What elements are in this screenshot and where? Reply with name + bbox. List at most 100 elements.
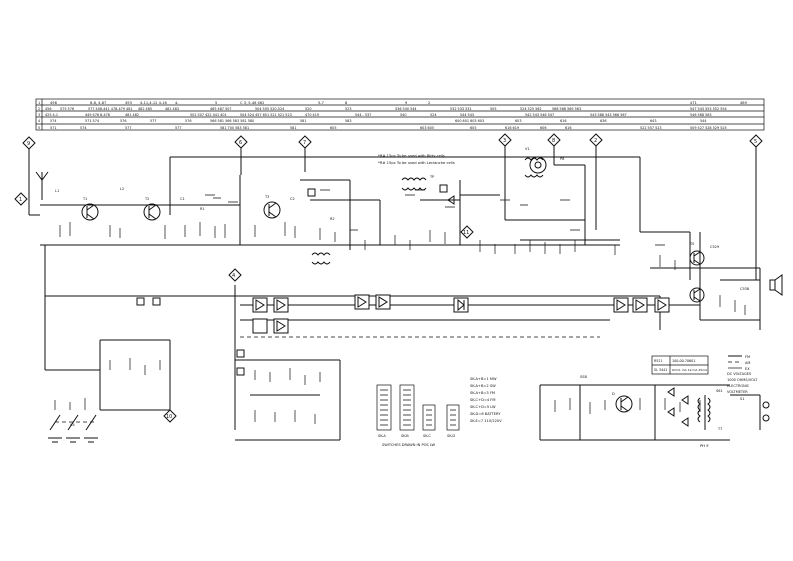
header-cell: 504 524 457 651 521 521 523 bbox=[240, 113, 292, 117]
note-line: *R# 15pc To be used with Bitty cells bbox=[378, 154, 445, 158]
component-label: C538 bbox=[740, 287, 749, 291]
switch-bank-sk-b: SK-B bbox=[399, 384, 415, 438]
header-row-num-4: 4 bbox=[38, 119, 41, 123]
switch-legend-line: SK-A+B=3 FM bbox=[470, 391, 495, 395]
amplifier-block bbox=[354, 294, 370, 310]
switch-legend-line: SK-C+D=5 LW bbox=[470, 405, 496, 409]
component-label: C4 bbox=[70, 423, 75, 427]
header-cell: 574 bbox=[50, 119, 56, 123]
component-label: T7 bbox=[717, 427, 722, 431]
component-label: S61 bbox=[716, 389, 723, 393]
header-cell: 504 505 520-524 bbox=[255, 107, 284, 111]
test-point-8: 8 bbox=[547, 133, 561, 165]
header-cell: 571 574 bbox=[85, 119, 99, 123]
header-cell: 581 700 583 581 bbox=[220, 126, 249, 130]
header-cell: 8 bbox=[345, 101, 348, 105]
test-point-label: 8 bbox=[552, 138, 555, 144]
switch-legend-line: SK-A+B=1 MW bbox=[470, 377, 497, 381]
header-cell: 481 482 bbox=[125, 113, 139, 117]
test-point-5: 5 bbox=[749, 134, 763, 280]
header-row-num-5: 5 bbox=[38, 126, 40, 130]
header-cell: 568 568 569 563 bbox=[552, 107, 581, 111]
switch-label: SK-B bbox=[401, 434, 409, 438]
header-cell: 524 525 562 bbox=[520, 107, 542, 111]
header-cell: 583 bbox=[345, 119, 351, 123]
transformers bbox=[311, 157, 711, 423]
component-label: C2 bbox=[290, 197, 295, 201]
header-cell: 544 - 537 bbox=[355, 113, 371, 117]
header-cell: 616 619 bbox=[505, 126, 519, 130]
header-component-table: 1 2 3 4 5 498 6-8, 4-87 493 4-11,4-12 4-… bbox=[35, 98, 765, 131]
amplifier-block bbox=[613, 297, 629, 313]
loudspeaker-symbol bbox=[769, 274, 783, 296]
header-cell: 544 543 bbox=[460, 113, 474, 117]
header-cell: 522 557 523 bbox=[640, 126, 662, 130]
component-label: S1 bbox=[740, 397, 744, 401]
component-label: T1 bbox=[82, 197, 87, 201]
test-point-label: 1 bbox=[19, 197, 22, 203]
header-cell: 5-7 bbox=[318, 101, 324, 105]
switch-label: SK-A bbox=[378, 434, 386, 438]
detector-block bbox=[453, 297, 469, 313]
transistor-symbol bbox=[615, 395, 633, 413]
test-point-label: 5 bbox=[754, 139, 757, 145]
amplifier-block bbox=[252, 318, 268, 334]
antenna-symbol bbox=[35, 171, 49, 200]
key-cell: 100-00-70601 bbox=[672, 359, 695, 363]
transistor-symbol bbox=[143, 203, 161, 221]
header-cell: 571 bbox=[50, 126, 56, 130]
switch-banks: SK-A SK-B SK-C SK-D SWITCHES DRAWN IN PO… bbox=[376, 384, 460, 447]
header-cell: 5 bbox=[215, 101, 217, 105]
test-point-10: 10 bbox=[163, 409, 177, 423]
component-label: R2 bbox=[330, 217, 335, 221]
component-label: TP bbox=[429, 175, 434, 179]
header-cell: 581 bbox=[300, 119, 306, 123]
transistors bbox=[81, 156, 705, 413]
header-cell: 577 408-441 478-479 481 bbox=[88, 107, 133, 111]
test-point-label: 3 bbox=[503, 138, 506, 144]
header-cell: 547 543 553 552 554 bbox=[690, 107, 727, 111]
test-point-6: 6 bbox=[234, 135, 248, 175]
header-row-4: 574 571 574 576 577 576 566 581 566 583 … bbox=[50, 119, 706, 123]
diodes bbox=[447, 195, 689, 427]
header-cell: 493 bbox=[125, 101, 132, 105]
page-code: PH E bbox=[700, 443, 709, 448]
transistor-symbol bbox=[529, 156, 547, 174]
header-row-num-2: 2 bbox=[38, 107, 40, 111]
test-point-4: 4 bbox=[228, 268, 242, 282]
header-cell: 606 bbox=[540, 126, 546, 130]
terminal-box bbox=[136, 184, 448, 376]
header-cell: 616 bbox=[560, 119, 566, 123]
amplifier-block bbox=[273, 297, 289, 313]
component-label: T3 bbox=[264, 195, 269, 199]
test-point-label: 10 bbox=[166, 414, 172, 420]
header-cell: 576 bbox=[185, 119, 191, 123]
test-point-label: 9 bbox=[27, 141, 30, 147]
header-row-1: 498 6-8, 4-87 493 4-11,4-12 4-16 4- 5 C … bbox=[50, 101, 748, 105]
header-cell: 574 bbox=[80, 126, 86, 130]
header-cell: 4- bbox=[175, 101, 179, 105]
header-cell: 502 507 422 441 401 bbox=[190, 113, 227, 117]
legend-ex: EX bbox=[745, 367, 750, 371]
test-point-label: 11 bbox=[463, 230, 469, 236]
switch-bank-sk-a: SK-A bbox=[376, 384, 392, 438]
amplifier-block bbox=[252, 297, 268, 313]
transistor-symbol bbox=[689, 287, 705, 303]
legend-caption: 1000 OHMS/VOLT bbox=[727, 378, 758, 382]
header-cell: 576 bbox=[120, 119, 126, 123]
switch-caption: SWITCHES DRAWN IN POS LW bbox=[382, 443, 436, 447]
header-cell: 543 588 543 566 567 bbox=[590, 113, 627, 117]
header-row-num-3: 3 bbox=[38, 113, 40, 117]
switch-legend-line: SK-A+B=2 SW bbox=[470, 384, 496, 388]
header-cell: 9 bbox=[405, 101, 408, 105]
amplifier-block bbox=[375, 294, 391, 310]
transistor-symbol bbox=[81, 203, 99, 221]
cell-type-note: *R# 15pc To be used with Bitty cells *R#… bbox=[378, 154, 455, 165]
header-cell: 485 487 507 bbox=[210, 107, 232, 111]
component-label: V1 bbox=[525, 147, 530, 151]
switch-position-legend: SK-A+B=1 MW SK-A+B=2 SW SK-A+B=3 FM SK-C… bbox=[470, 377, 502, 423]
switch-label: SK-C bbox=[423, 434, 431, 438]
header-cell: 636 bbox=[600, 119, 606, 123]
component-label: TS bbox=[689, 242, 695, 246]
